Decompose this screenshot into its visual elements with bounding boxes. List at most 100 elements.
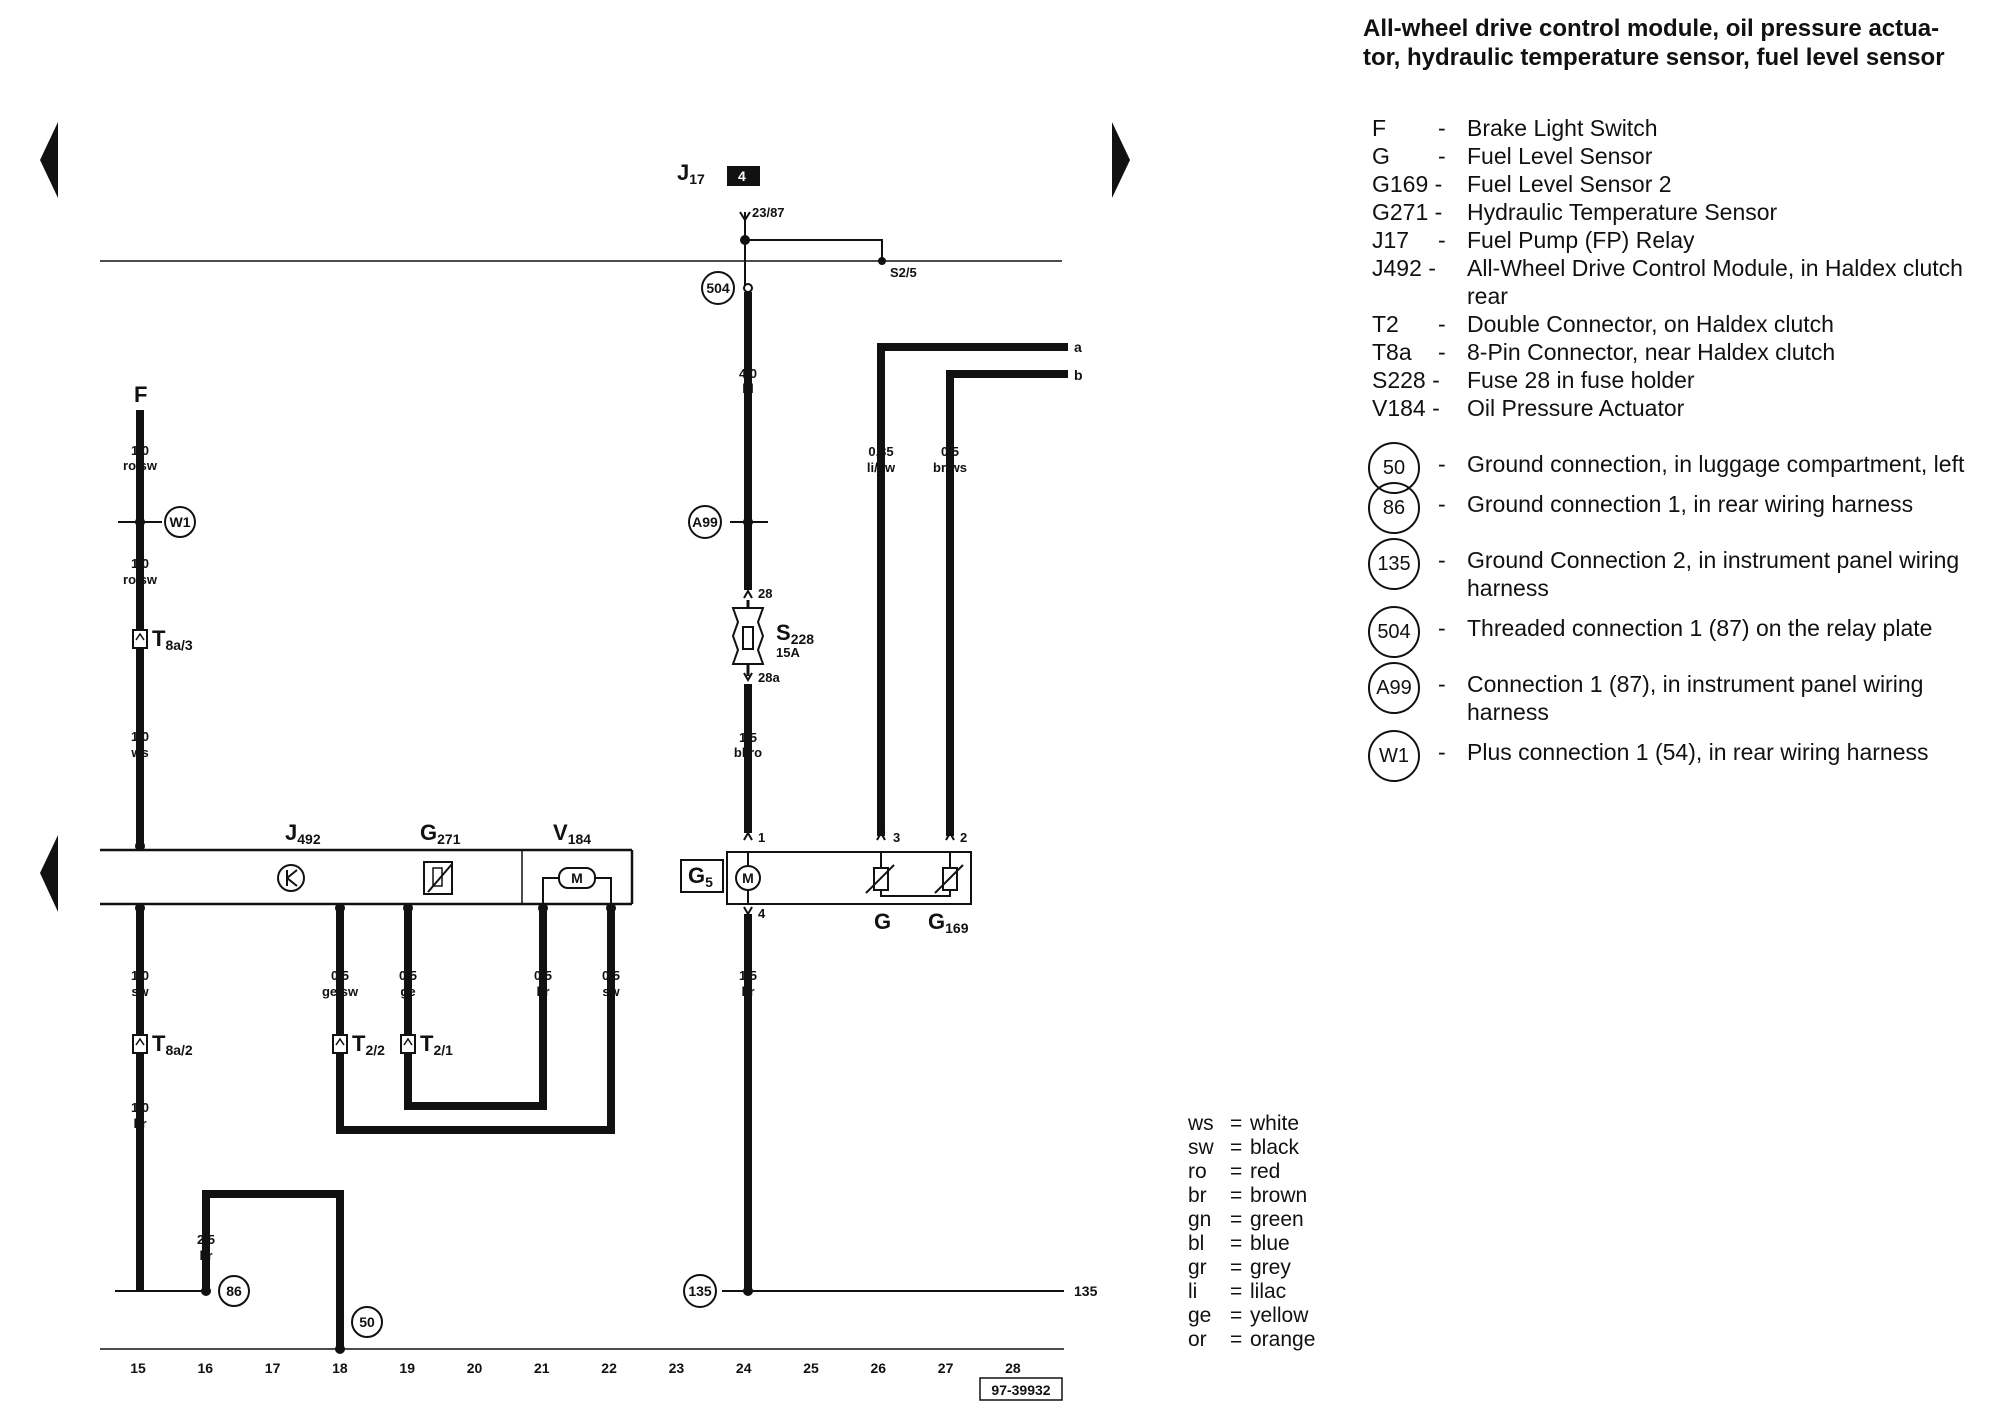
column-number: 18 — [332, 1360, 348, 1376]
oil-pressure-actuator-motor-icon — [558, 867, 596, 889]
color-name: black — [1250, 1136, 1300, 1159]
column-number: 16 — [198, 1360, 214, 1376]
connector-w1-label: W1 — [170, 514, 191, 530]
color-code: gn — [1188, 1208, 1212, 1231]
junction-dot — [743, 1286, 753, 1296]
side-label-a: a — [1074, 339, 1082, 355]
legend-code: V184 - — [1372, 395, 1440, 421]
t22-label: T2/2 — [352, 1031, 385, 1058]
legend-item: F-Brake Light Switch — [1372, 114, 1992, 142]
connector-arrow — [135, 1037, 145, 1046]
brake-switch-f-label: F — [134, 382, 147, 407]
legend-item: S228 - Fuse 28 in fuse holder — [1372, 366, 1992, 394]
fuse-s228-label: S228 — [776, 620, 814, 647]
nav-arrow-right-top-icon[interactable] — [1112, 122, 1130, 198]
column-number: 28 — [1005, 1360, 1021, 1376]
legend-text: Ground Connection 2, in instrument panel… — [1467, 547, 1960, 601]
pin-arrow-icon — [743, 906, 753, 917]
legend-text: Ground connection 1, in rear wiring harn… — [1467, 491, 1914, 517]
legend-dash: - — [1438, 451, 1446, 477]
legend-code: J492 - — [1372, 255, 1436, 281]
ground-50-label: 50 — [359, 1314, 375, 1330]
wire-label: 0,5 — [399, 968, 417, 983]
ground-legend-item: 135-Ground Connection 2, in instrument p… — [1368, 538, 1992, 602]
pin-2-label: 2 — [960, 830, 967, 845]
reference-box — [979, 1377, 1063, 1401]
color-eq: = — [1230, 1304, 1243, 1327]
wire-label: br — [200, 1248, 213, 1263]
legend-code: G271 - — [1372, 199, 1443, 225]
junction-dot — [335, 1344, 345, 1354]
color-eq: = — [1230, 1208, 1243, 1231]
legend-text: Plus connection 1 (54), in rear wiring h… — [1467, 739, 1929, 765]
column-number: 27 — [938, 1360, 954, 1376]
t21-label: T2/1 — [420, 1031, 453, 1058]
ground-86 — [218, 1275, 250, 1307]
column-number: 17 — [265, 1360, 281, 1376]
column-number: 19 — [399, 1360, 415, 1376]
wire-26 — [877, 343, 1068, 836]
legend-text: Hydraulic Temperature Sensor — [1467, 199, 1778, 225]
wire-label: bl/ro — [734, 745, 762, 760]
g-label: G — [874, 909, 891, 934]
nav-arrow-left-bottom-icon[interactable] — [40, 835, 58, 912]
v184-label: V184 — [553, 820, 591, 847]
j492-label: J492 — [285, 820, 321, 847]
legend-dash: - — [1438, 491, 1446, 517]
variable-arrow — [934, 864, 964, 894]
motor-symbol: M — [742, 870, 754, 886]
wire-label: 2,5 — [197, 1232, 215, 1247]
column-number: 15 — [130, 1360, 146, 1376]
title-line-2: tor, hydraulic temperature sensor, fuel … — [1363, 44, 1945, 71]
column-number: 20 — [467, 1360, 483, 1376]
fuse-amp-label: 15A — [776, 645, 800, 660]
legend-text: Fuse 28 in fuse holder — [1467, 367, 1695, 393]
junction-dot — [135, 841, 145, 851]
wire-label: 1,0 — [131, 556, 149, 571]
connector-504 — [701, 271, 735, 305]
wire-label: 0,5 — [941, 444, 959, 459]
control-module-glyph — [286, 869, 298, 887]
ground-86-label: 86 — [226, 1283, 242, 1299]
actuator-leads — [595, 877, 612, 904]
fuse-pin-28a: 28a — [758, 670, 780, 685]
column-number: 22 — [601, 1360, 617, 1376]
ground-135-label: 135 — [688, 1283, 712, 1299]
ground-50 — [351, 1306, 383, 1338]
color-eq: = — [1230, 1280, 1243, 1303]
legend-text: Ground connection, in luggage compartmen… — [1467, 451, 1965, 477]
pin-3-label: 3 — [893, 830, 900, 845]
color-name: blue — [1250, 1232, 1290, 1255]
j17-box-number: 4 — [738, 168, 746, 184]
nav-arrow-left-top-icon[interactable] — [40, 122, 58, 198]
color-code: bl — [1188, 1232, 1205, 1255]
fuse-element — [742, 626, 754, 650]
legend-dash: - — [1438, 739, 1446, 765]
wire-16-18 — [202, 1190, 344, 1349]
sensor-link — [880, 890, 951, 897]
wire-label: 1,0 — [131, 443, 149, 458]
color-code: ro — [1188, 1160, 1207, 1183]
wire-20-21-loop — [404, 908, 547, 1110]
color-code: ws — [1188, 1112, 1214, 1135]
legend-item: T2-Double Connector, on Haldex clutch — [1372, 310, 1992, 338]
ground-135 — [683, 1274, 717, 1308]
wire-label: br — [742, 984, 755, 999]
side-label-135: 135 — [1074, 1283, 1098, 1299]
wire-label: 0,35 — [868, 444, 893, 459]
legend-code: S228 - — [1372, 367, 1440, 393]
g271-label: G271 — [420, 820, 461, 847]
t8a2-label: T8a/2 — [152, 1031, 193, 1058]
legend-dash: - — [1438, 339, 1446, 365]
g169-label: G169 — [928, 909, 969, 936]
wire-label: 0,5 — [331, 968, 349, 983]
legend-item: J17-Fuel Pump (FP) Relay — [1372, 226, 1992, 254]
variable-arrow — [865, 864, 895, 894]
title-line-1: All-wheel drive control module, oil pres… — [1363, 15, 1940, 42]
column-number: 26 — [871, 1360, 887, 1376]
legend-code: T2 — [1372, 311, 1399, 337]
legend-dash: - — [1438, 143, 1446, 169]
legend-dash: - — [1438, 615, 1446, 641]
